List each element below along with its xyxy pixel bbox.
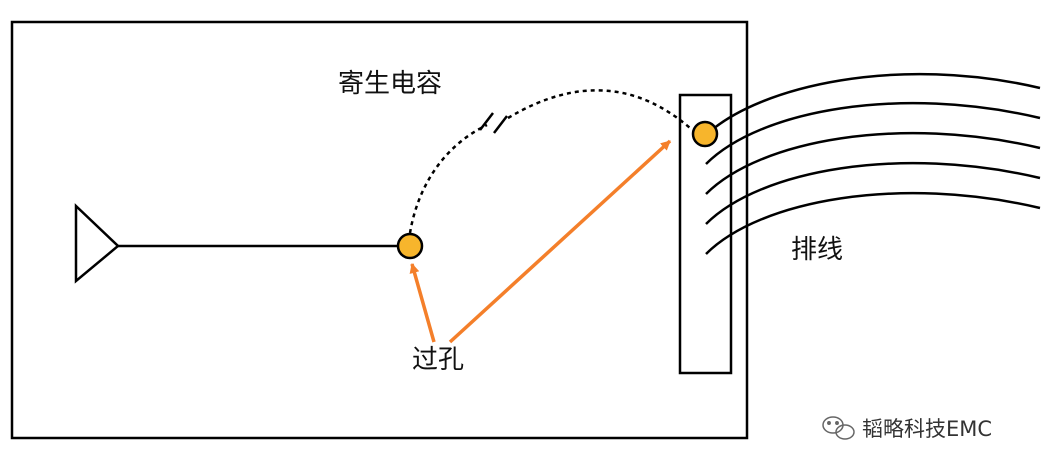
parasitic-path-right: [507, 89, 691, 129]
ribbon-wire-3: [705, 131, 1041, 195]
via-right: [691, 120, 719, 148]
triangle-source-icon: [74, 203, 120, 284]
label-parasitic-capacitance: 寄生电容: [338, 69, 442, 99]
ribbon-wire-4: [705, 161, 1041, 225]
watermark-text: 韬略科技EMC: [862, 417, 992, 441]
label-via: 过孔: [412, 345, 464, 375]
arrow-to-left-via: [409, 263, 436, 343]
arrow-to-right-via: [448, 139, 672, 344]
pcb-board-outline: [10, 20, 749, 440]
wechat-icon: [822, 416, 855, 440]
via-left: [396, 232, 424, 260]
label-ribbon-cable: 排线: [791, 235, 843, 265]
ribbon-wire-2: [705, 101, 1041, 165]
ribbon-cable: [705, 72, 1041, 255]
ribbon-wire-1: [705, 72, 1041, 136]
parasitic-path-left: [408, 123, 488, 234]
ribbon-wire-5: [705, 191, 1041, 255]
watermark: 韬略科技EMC: [822, 416, 992, 441]
capacitor-symbol-icon: [479, 112, 508, 134]
